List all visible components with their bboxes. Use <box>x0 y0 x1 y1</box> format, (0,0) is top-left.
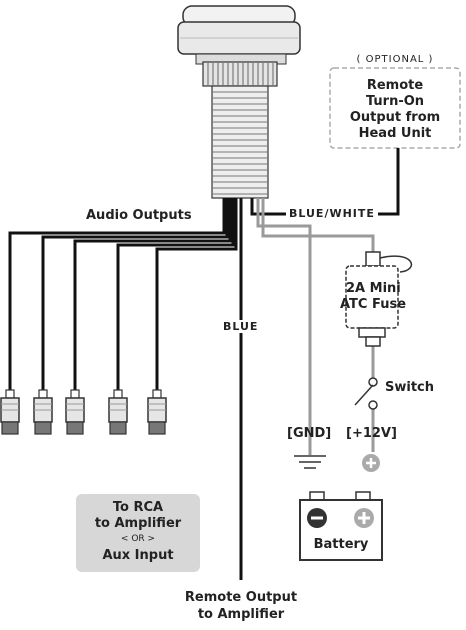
plus-terminal-icon <box>362 454 380 472</box>
optional-line-1: Remote <box>366 78 424 93</box>
rca-connector <box>0 389 20 435</box>
optional-line-2: Turn-On <box>365 94 425 109</box>
audio-output-wires <box>8 198 238 392</box>
plus12-label: [+12V] <box>346 426 397 441</box>
rca-connector <box>33 389 53 435</box>
rca-box-line-1: To RCA <box>112 500 164 515</box>
device-threaded-shaft <box>211 85 269 199</box>
blue-white-label: BLUE/WHITE <box>286 207 378 220</box>
ground-icon <box>294 455 326 469</box>
battery <box>299 491 383 561</box>
rca-box-line-2: to Amplifier <box>94 516 182 531</box>
battery-label: Battery <box>313 537 369 552</box>
rca-box-line-3: Aux Input <box>102 548 174 563</box>
optional-head-unit-box <box>329 67 461 149</box>
device-collar <box>202 61 278 87</box>
power-wire-upper <box>261 198 375 252</box>
rca-box-or: < OR > <box>120 534 156 544</box>
audio-outputs-label: Audio Outputs <box>86 208 192 223</box>
rca-info-box <box>76 494 200 572</box>
optional-line-4: Head Unit <box>358 126 432 141</box>
rca-connector <box>108 389 128 435</box>
optional-tag: ( OPTIONAL ) <box>330 54 460 65</box>
gnd-label: [GND] <box>287 426 332 441</box>
switch-symbol <box>354 377 378 410</box>
rca-connector <box>65 389 85 435</box>
remote-output-line-2: to Amplifier <box>197 607 285 622</box>
optional-line-3: Output from <box>349 110 441 125</box>
blue-white-wire <box>250 148 400 216</box>
fuse-holder <box>345 251 413 347</box>
remote-output-line-1: Remote Output <box>184 590 298 605</box>
ground-wire <box>256 198 312 455</box>
device-cap <box>177 5 301 65</box>
fuse-label-line-1: 2A Mini <box>346 281 401 296</box>
switch-label: Switch <box>385 380 435 395</box>
fuse-label-line-2: ATC Fuse <box>340 297 407 312</box>
rca-connector <box>147 389 167 435</box>
blue-label: BLUE <box>220 320 262 333</box>
